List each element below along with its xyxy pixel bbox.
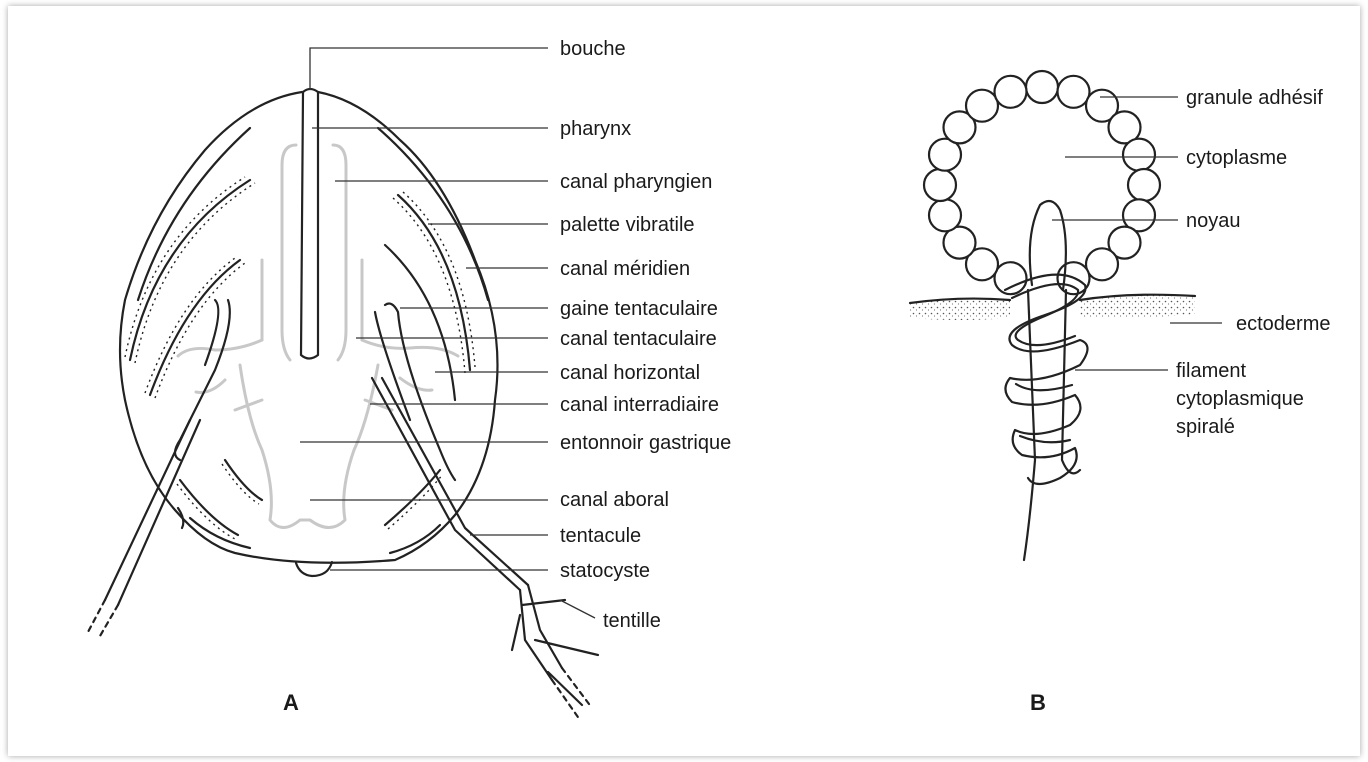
label-gaine-tentaculaire: gaine tentaculaire (560, 298, 718, 320)
ectoderm-layer (910, 295, 1195, 320)
label-ectoderme: ectoderme (1236, 313, 1331, 335)
label-canal-meridien: canal méridien (560, 258, 690, 280)
adhesive-granule (1123, 139, 1155, 171)
adhesive-granule (1086, 248, 1118, 280)
label-tentacule: tentacule (560, 525, 641, 547)
adhesive-granule (966, 90, 998, 122)
label-noyau: noyau (1186, 210, 1241, 232)
label-palette-vibratile: palette vibratile (560, 214, 695, 236)
adhesive-granule (1128, 169, 1160, 201)
label-granule-adhesif: granule adhésif (1186, 87, 1323, 109)
adhesive-granule (1026, 71, 1058, 103)
label-statocyste: statocyste (560, 560, 650, 582)
label-canal-interradiaire: canal interradiaire (560, 394, 719, 416)
label-cytoplasme: cytoplasme (1186, 147, 1287, 169)
adhesive-granule (1058, 76, 1090, 108)
adhesive-granules (924, 71, 1160, 294)
comb-rows (125, 177, 475, 539)
label-canal-horizontal: canal horizontal (560, 362, 700, 384)
label-tentille: tentille (603, 610, 661, 632)
label-filament-line2: cytoplasmique (1176, 388, 1304, 410)
label-canal-aboral: canal aboral (560, 489, 669, 511)
label-canal-tentaculaire: canal tentaculaire (560, 328, 717, 350)
ctenophore-diagram: bouche pharynx canal pharyngien palette … (88, 38, 731, 720)
leader-lines-a (300, 48, 595, 618)
label-canal-pharyngien: canal pharyngien (560, 171, 712, 193)
pharynx-shape (301, 92, 318, 359)
spiral-filament (1005, 275, 1088, 484)
label-bouche: bouche (560, 38, 626, 60)
panel-label-a: A (283, 690, 299, 715)
label-filament-line1: filament (1176, 360, 1246, 382)
adhesive-granule (995, 76, 1027, 108)
label-entonnoir-gastrique: entonnoir gastrique (560, 432, 731, 454)
colloblast-diagram: granule adhésif cytoplasme noyau ectoder… (910, 71, 1331, 715)
panel-label-b: B (1030, 690, 1046, 715)
body-outline (120, 92, 498, 563)
adhesive-granule (929, 199, 961, 231)
statocyst (296, 562, 332, 576)
label-pharynx: pharynx (560, 118, 631, 140)
adhesive-granule (924, 169, 956, 201)
adhesive-granule (995, 262, 1027, 294)
label-filament-line3: spiralé (1176, 416, 1235, 438)
